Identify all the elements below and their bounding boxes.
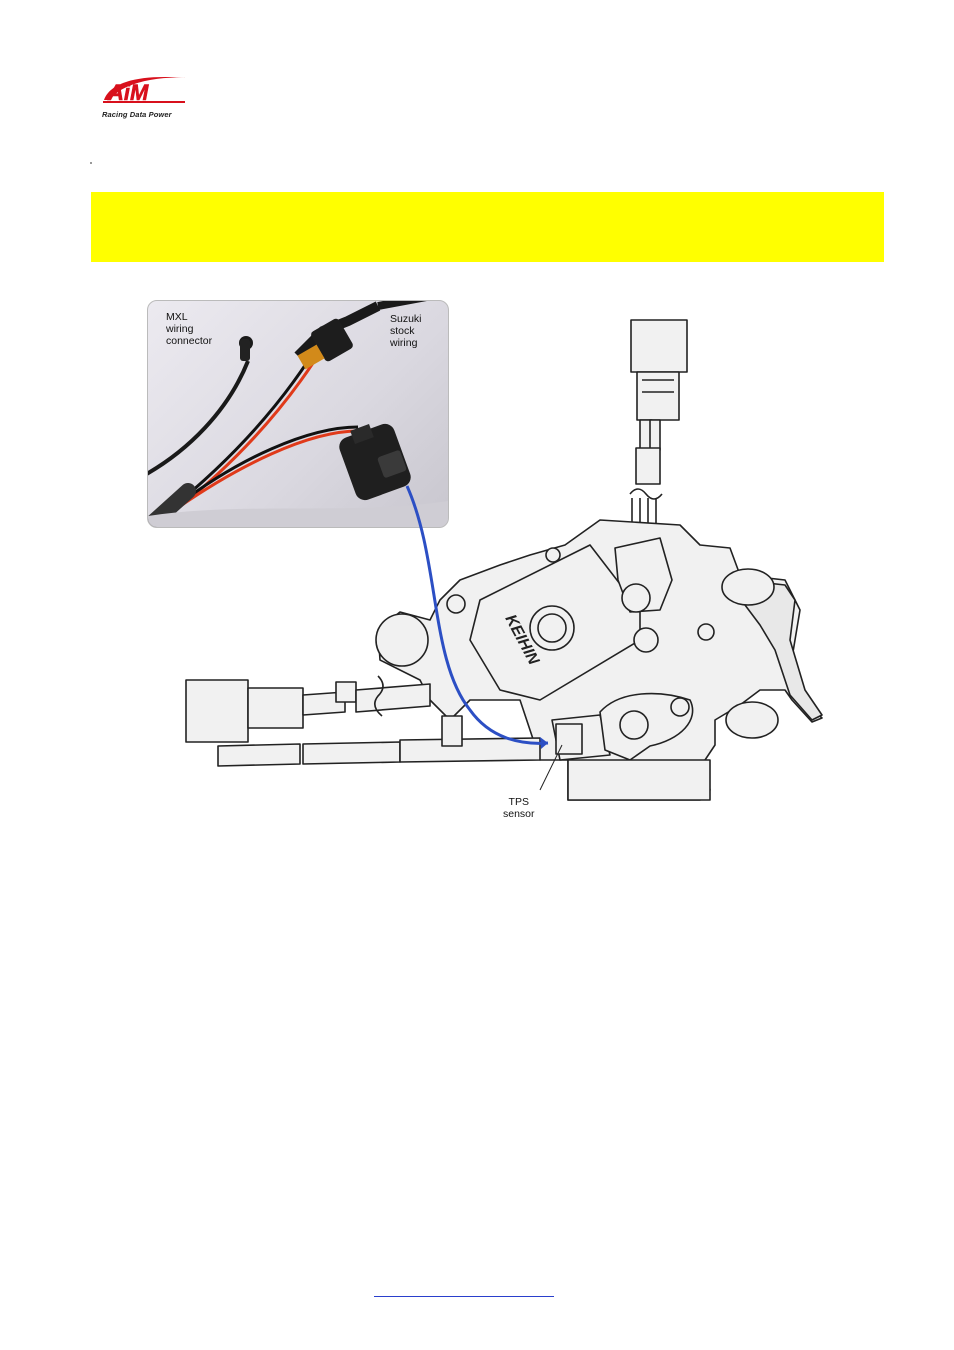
mxl-label: MXL wiring connector	[166, 311, 212, 347]
mxl-label-line3: connector	[166, 335, 213, 347]
suzuki-label-line3: wiring	[390, 337, 418, 349]
logo-tagline: Racing Data Power	[102, 110, 172, 119]
mxl-label-line2: wiring	[166, 323, 194, 335]
throttle-body-drawing: KEIHIN	[185, 319, 823, 801]
aim-logo: AiM	[103, 76, 186, 105]
suzuki-label: Suzuki stock wiring	[390, 313, 422, 349]
footer-link[interactable]	[374, 1282, 554, 1297]
suzuki-label-line2: stock	[390, 325, 415, 337]
suzuki-label-line1: Suzuki	[390, 313, 422, 325]
tps-label-line1: TPS	[508, 796, 529, 808]
connector-photo: MXL wiring connector Suzuki stock wiring	[147, 300, 449, 528]
mxl-label-line1: MXL	[166, 311, 188, 323]
tps-label: TPS sensor	[503, 796, 535, 820]
tps-label-line2: sensor	[503, 808, 535, 820]
highlight-banner	[91, 192, 884, 262]
page-mark	[90, 162, 92, 164]
